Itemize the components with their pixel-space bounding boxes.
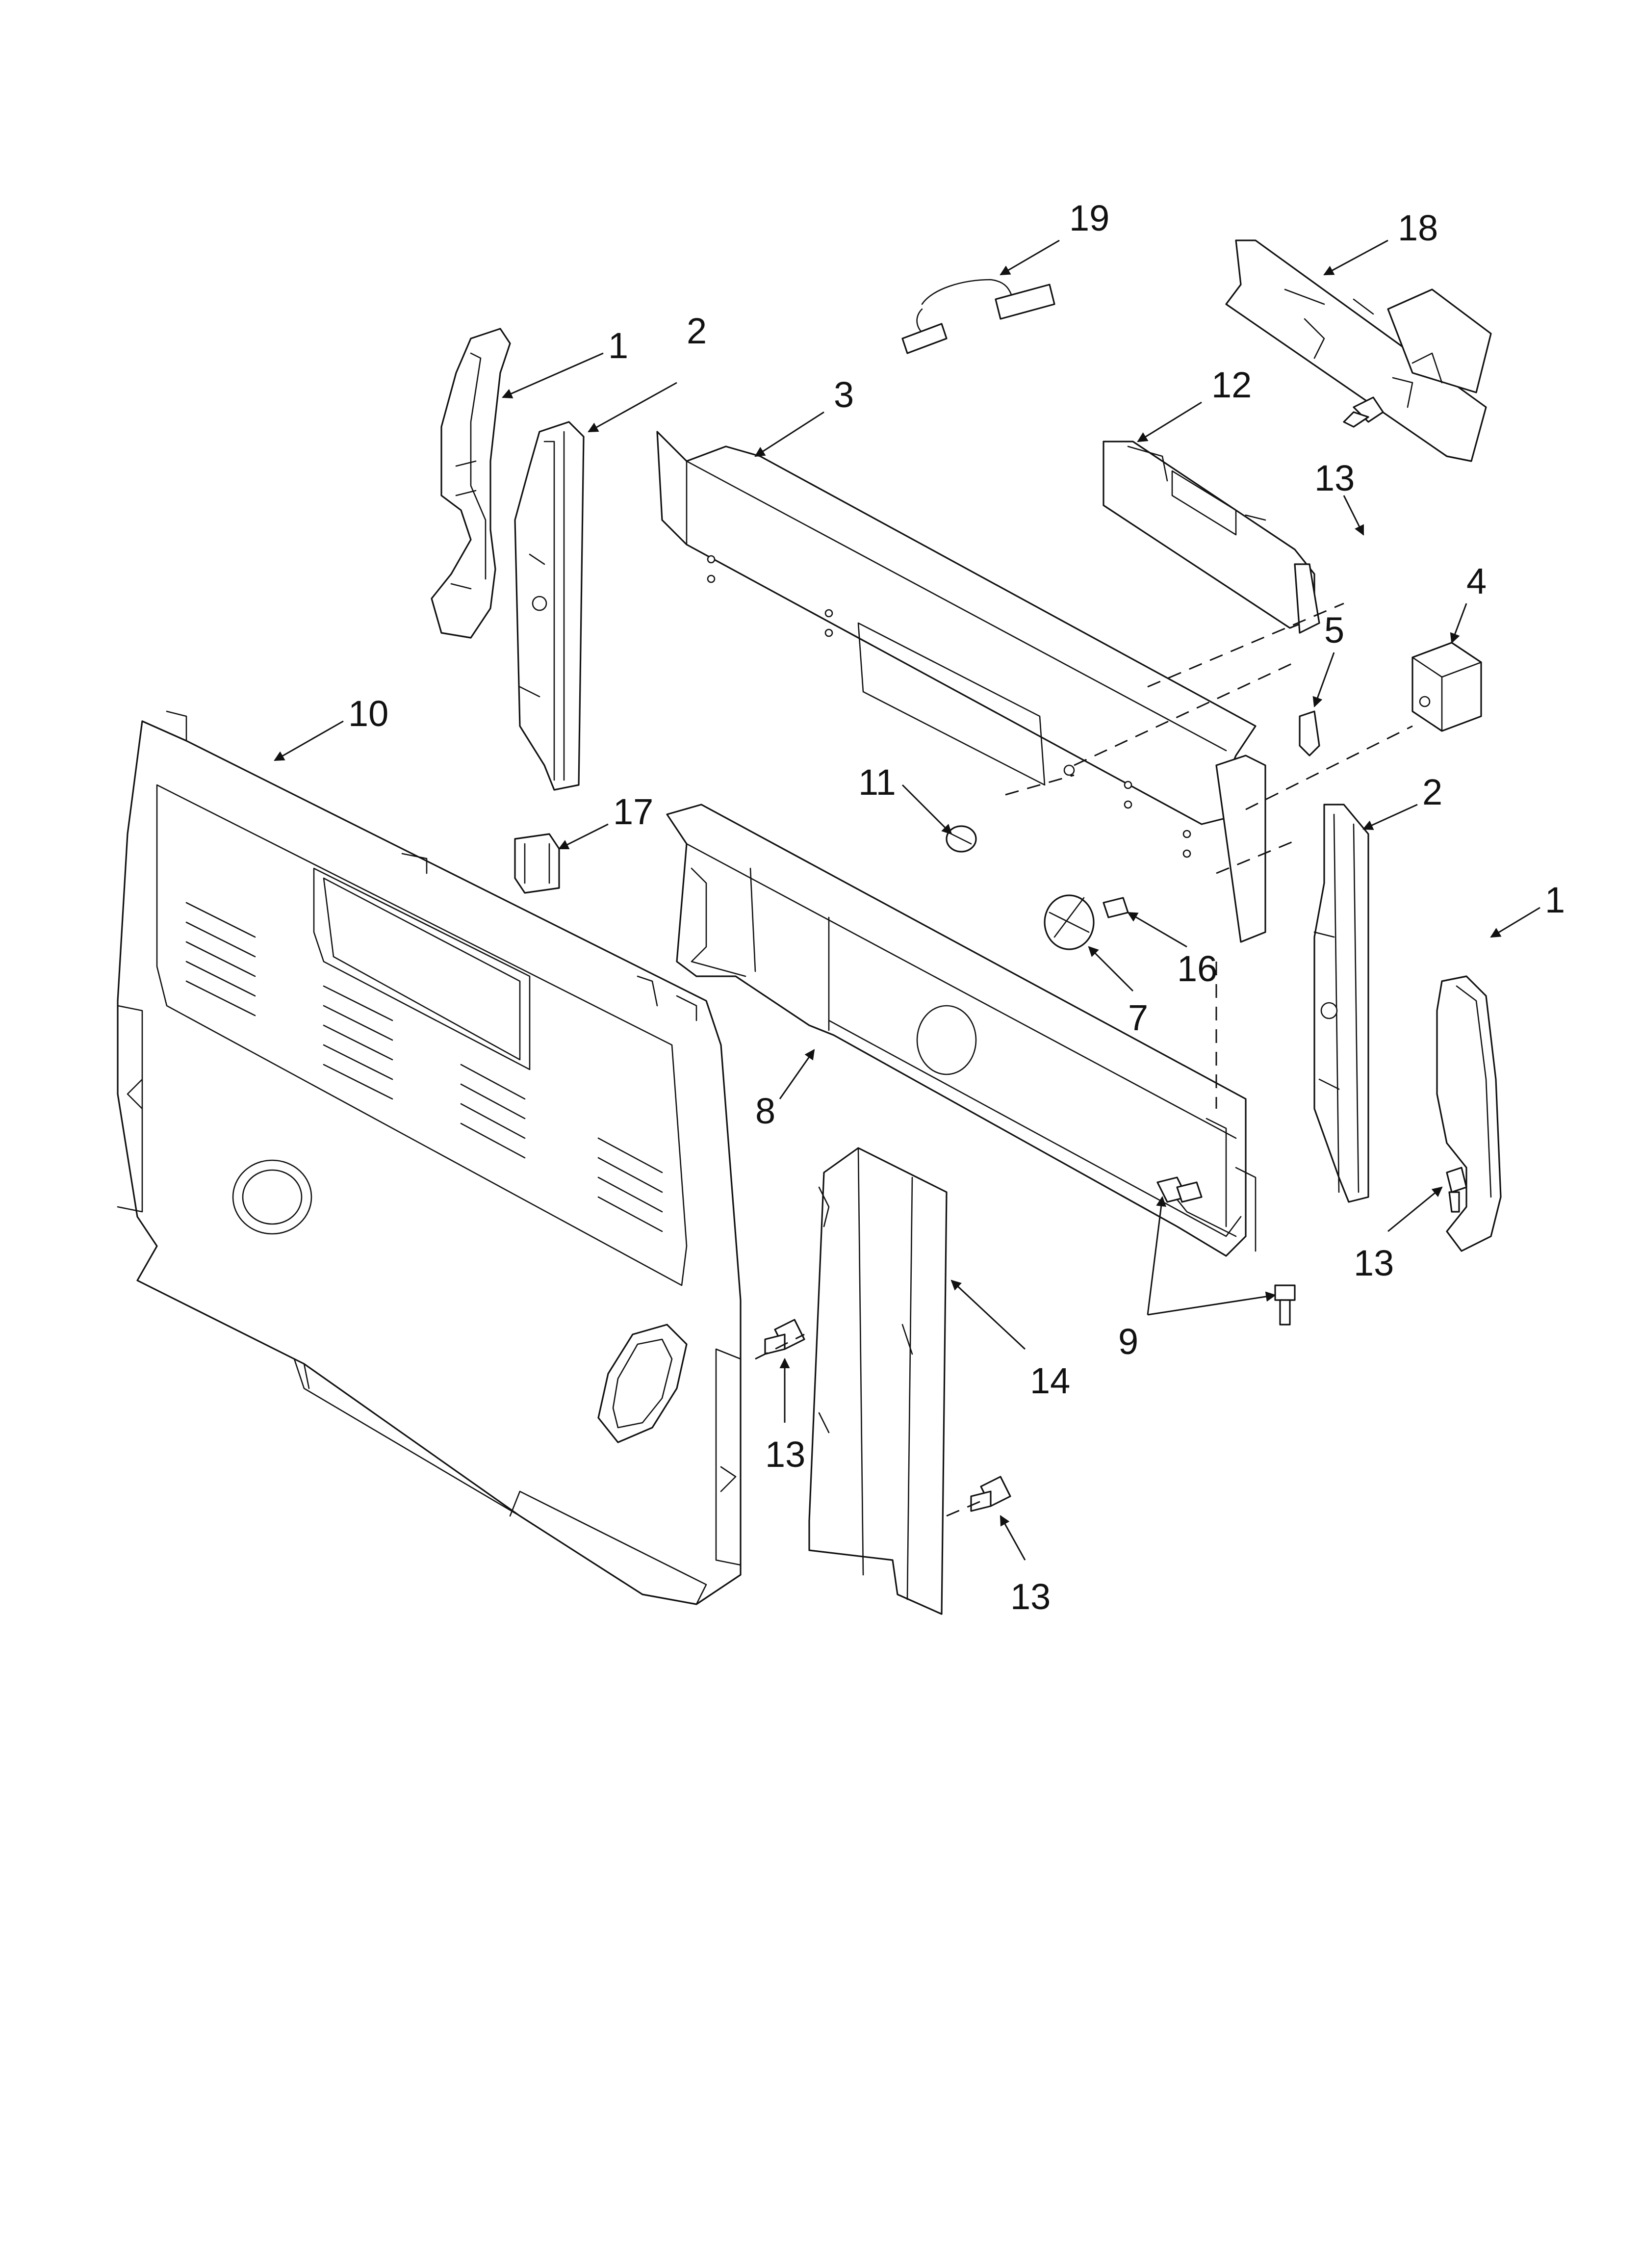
callout-13-bottom: 13 (1010, 1576, 1051, 1617)
callout-1-left: 1 (608, 325, 628, 366)
part-2-right-bracket (1313, 804, 1369, 1203)
callout-13-top: 13 (1314, 458, 1355, 498)
part-1-right-end-cap (1436, 975, 1502, 1252)
callout-12: 12 (1211, 365, 1252, 405)
part-13-screw-top (1343, 396, 1384, 428)
callout-13-right: 13 (1354, 1243, 1394, 1283)
part-11-knob (946, 825, 977, 853)
callouts: 1 2 3 19 18 12 13 4 5 10 11 17 2 1 16 7 … (274, 198, 1565, 1617)
part-9-screws (1156, 1176, 1296, 1326)
callout-3: 3 (834, 374, 854, 415)
part-13-screw-right (1446, 1167, 1467, 1213)
part-5-clip (1299, 710, 1320, 756)
part-13-screw-left (764, 1319, 805, 1355)
callout-8: 8 (755, 1091, 775, 1131)
part-10-rear-panel (117, 710, 742, 1605)
callout-18: 18 (1398, 208, 1438, 248)
callout-4: 4 (1466, 561, 1487, 601)
assembly-lines (755, 602, 1413, 1517)
callout-2-left: 2 (687, 311, 707, 351)
part-18-control-board (1225, 239, 1492, 462)
part-12-display-module (1103, 441, 1320, 634)
callout-14: 14 (1030, 1360, 1070, 1401)
part-14-channel (808, 1147, 948, 1615)
part-1-left-end-cap (431, 328, 511, 639)
part-19-wire-harness (901, 279, 1055, 354)
part-17-clip (514, 833, 560, 894)
part-13-screw-bottom (970, 1476, 1011, 1512)
part-4-switch (1411, 642, 1482, 732)
part-7-control-knob (1044, 894, 1095, 950)
part-16-screw (1103, 897, 1129, 918)
callout-9: 9 (1118, 1321, 1138, 1362)
part-2-left-bracket (514, 421, 585, 791)
callout-16: 16 (1177, 948, 1217, 989)
vent-slots (185, 902, 663, 1232)
part-8-support-frame (666, 804, 1257, 1257)
callout-5: 5 (1324, 610, 1344, 651)
callout-13-left: 13 (765, 1434, 805, 1475)
callout-19: 19 (1069, 198, 1109, 238)
callout-11: 11 (858, 762, 896, 803)
callout-2-right: 2 (1422, 772, 1442, 812)
callout-1-right: 1 (1545, 880, 1565, 920)
callout-17: 17 (613, 791, 653, 832)
callout-10: 10 (348, 693, 388, 734)
callout-7: 7 (1128, 997, 1148, 1038)
